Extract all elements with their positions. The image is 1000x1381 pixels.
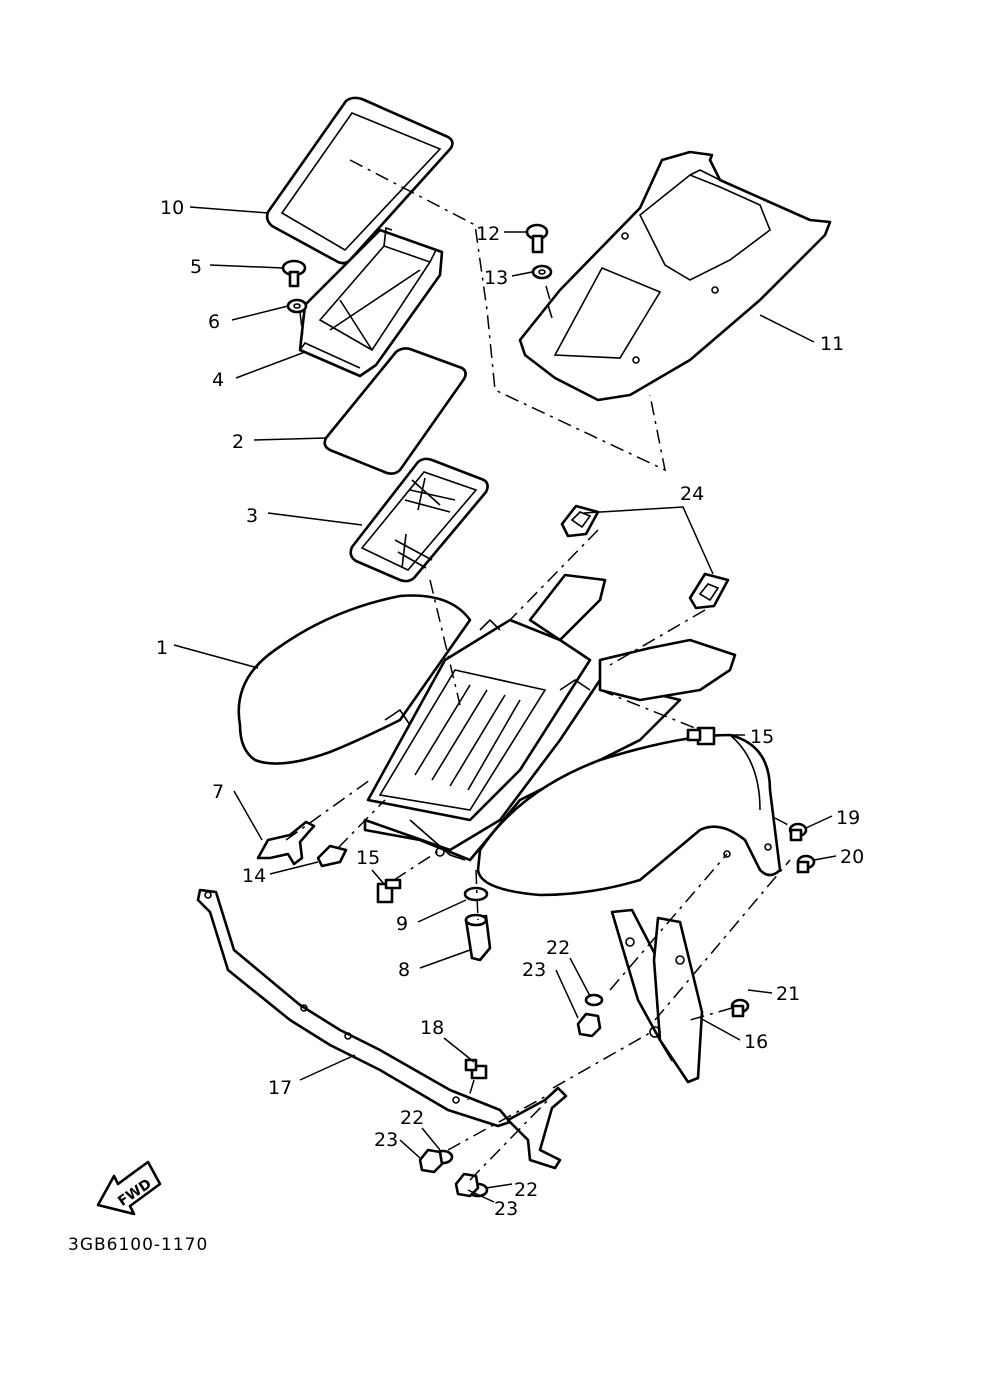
callout-18: 18 (420, 1017, 444, 1039)
part-7-pipe (256, 820, 316, 866)
callout-13: 13 (484, 267, 508, 289)
callout-labels: 10 5 6 4 2 3 1 7 14 15 9 8 12 13 11 24 1… (156, 197, 864, 1220)
part-14-clip (316, 844, 348, 868)
part-19-bolt (788, 822, 808, 842)
callout-5: 5 (190, 256, 202, 278)
fwd-direction-arrow-icon: FWD (96, 1160, 162, 1216)
callout-22-upper: 22 (546, 937, 570, 959)
callout-19: 19 (836, 807, 860, 829)
callout-6: 6 (208, 311, 220, 333)
callout-15-right: 15 (750, 726, 774, 748)
callout-22-lower-left: 22 (400, 1107, 424, 1129)
callout-4: 4 (212, 369, 224, 391)
callout-20: 20 (840, 846, 864, 868)
callout-3: 3 (246, 505, 258, 527)
part-18-bolt (464, 1058, 488, 1080)
callout-22-lower-right: 22 (514, 1179, 538, 1201)
callout-10: 10 (160, 197, 184, 219)
part-4-frame (298, 226, 444, 378)
part-8-drain-plug (464, 913, 492, 962)
callout-7: 7 (212, 781, 224, 803)
callout-11: 11 (820, 333, 844, 355)
callout-14: 14 (242, 865, 266, 887)
part-20-bolt (796, 854, 816, 874)
part-1-fender-body (237, 573, 782, 897)
part-9-clamp (463, 886, 489, 902)
part-2-filter-element (323, 347, 467, 475)
callout-15-left: 15 (356, 847, 380, 869)
part-13-washer (531, 264, 553, 280)
callout-8: 8 (398, 959, 410, 981)
part-21-bolt (730, 998, 750, 1018)
callout-9: 9 (396, 913, 408, 935)
callout-23-lower-right: 23 (494, 1198, 518, 1220)
part-6-washer (286, 298, 308, 314)
assembly-lines (285, 159, 791, 1181)
part-17-stay (196, 888, 568, 1170)
leader-lines (173, 206, 837, 1203)
part-10-gasket (265, 96, 454, 265)
callout-23-lower-left: 23 (374, 1129, 398, 1151)
part-11-cover (518, 150, 832, 402)
callout-17: 17 (268, 1077, 292, 1099)
part-24-grommets (560, 504, 730, 610)
part-5-screw (281, 259, 307, 288)
callout-24: 24 (680, 483, 704, 505)
callout-23-upper: 23 (522, 959, 546, 981)
callout-12: 12 (476, 223, 500, 245)
callout-2: 2 (232, 431, 244, 453)
part-16-mud-flap (610, 908, 704, 1084)
callout-1: 1 (156, 637, 168, 659)
callout-16: 16 (744, 1031, 768, 1053)
part-23-nuts (418, 1012, 602, 1198)
part-15-bolt-right (686, 726, 716, 746)
callout-21: 21 (776, 983, 800, 1005)
drawing-code: 3GB6100-1170 (68, 1235, 208, 1255)
part-12-screw (525, 223, 549, 254)
part-3-mesh-screen (349, 457, 489, 583)
part-15-bolt-left (376, 878, 402, 904)
